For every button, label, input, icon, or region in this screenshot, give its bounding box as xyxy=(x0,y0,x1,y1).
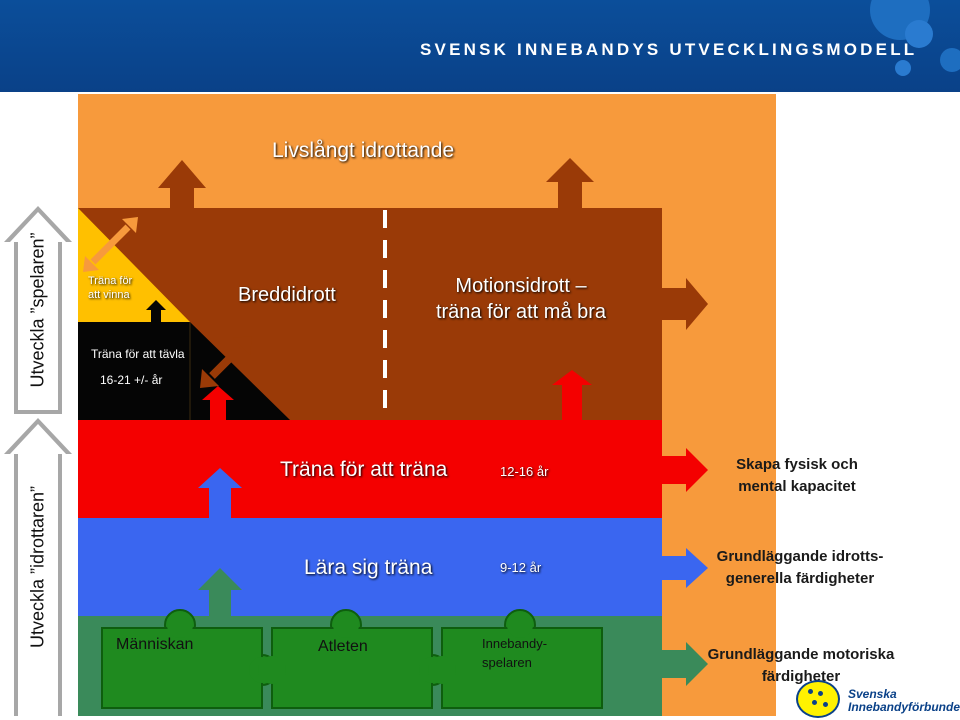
floorball-logo-icon xyxy=(796,680,840,718)
outcome-physical-mental: Skapa fysisk och mental kapacitet xyxy=(736,456,858,495)
diagonal-arrow-icon xyxy=(83,217,138,272)
train-to-train-label: Träna för att träna xyxy=(280,458,448,481)
side-arrow-bottom xyxy=(4,418,72,716)
arrow-right-icon xyxy=(662,548,708,588)
train-to-win-area xyxy=(78,208,190,322)
arrow-up-icon xyxy=(158,160,206,210)
train-to-compete-age: 16-21 +/- år xyxy=(100,373,163,387)
diagonal-arrow-icon xyxy=(200,336,252,388)
motionsidrott-label: Motionsidrott – träna för att må bra xyxy=(435,275,607,323)
arrow-up-icon xyxy=(552,370,592,420)
puzzle-label-human: Människan xyxy=(116,636,194,653)
page-title: SVENSK INNEBANDYS UTVECKLINGSMODELL xyxy=(420,40,918,59)
arrow-right-icon xyxy=(662,278,708,330)
learn-to-train-band xyxy=(78,518,662,616)
puzzle-piece-floorball-player xyxy=(428,609,603,709)
puzzle-label-athlete: Atleten xyxy=(318,638,368,655)
arrow-up-icon xyxy=(202,386,234,420)
puzzle-label-floorball-player: Innebandy- spelaren xyxy=(482,636,548,670)
learn-to-train-age: 9-12 år xyxy=(500,560,542,575)
decorative-dot xyxy=(895,60,911,76)
decorative-dot xyxy=(940,48,960,72)
side-label-athlete: Utveckla ”idrottaren” xyxy=(27,485,48,649)
train-to-train-age: 12-16 år xyxy=(500,464,549,479)
side-label-player: Utveckla ”spelaren” xyxy=(27,232,48,388)
lifelong-sports-label: Livslångt idrottande xyxy=(272,139,455,162)
arrow-up-icon xyxy=(146,300,166,322)
outcome-motor-skills: Grundläggande motoriska färdigheter xyxy=(707,646,895,685)
arrow-right-icon xyxy=(662,642,708,686)
learn-to-train-label: Lära sig träna xyxy=(304,556,433,579)
arrow-right-icon xyxy=(662,448,708,492)
train-to-compete-label: Träna för att tävla xyxy=(91,347,185,361)
train-to-train-band xyxy=(78,420,662,518)
puzzle-piece-athlete xyxy=(258,609,448,709)
arrow-up-icon xyxy=(198,468,242,520)
breddidrott-label: Breddidrott xyxy=(238,284,336,306)
train-to-win-label: Träna för att vinna xyxy=(88,275,133,301)
logo-text: Svenska Innebandyförbundet xyxy=(848,687,960,714)
arrow-up-icon xyxy=(198,568,242,618)
arrow-up-icon xyxy=(546,158,594,210)
header-banner: SVENSK INNEBANDYS UTVECKLINGSMODELL xyxy=(0,0,960,92)
train-to-compete-area xyxy=(78,322,290,420)
decorative-dot xyxy=(905,20,933,48)
outcome-general-skills: Grundläggande idrotts- generella färdigh… xyxy=(716,548,884,587)
side-arrow-top xyxy=(4,206,72,414)
